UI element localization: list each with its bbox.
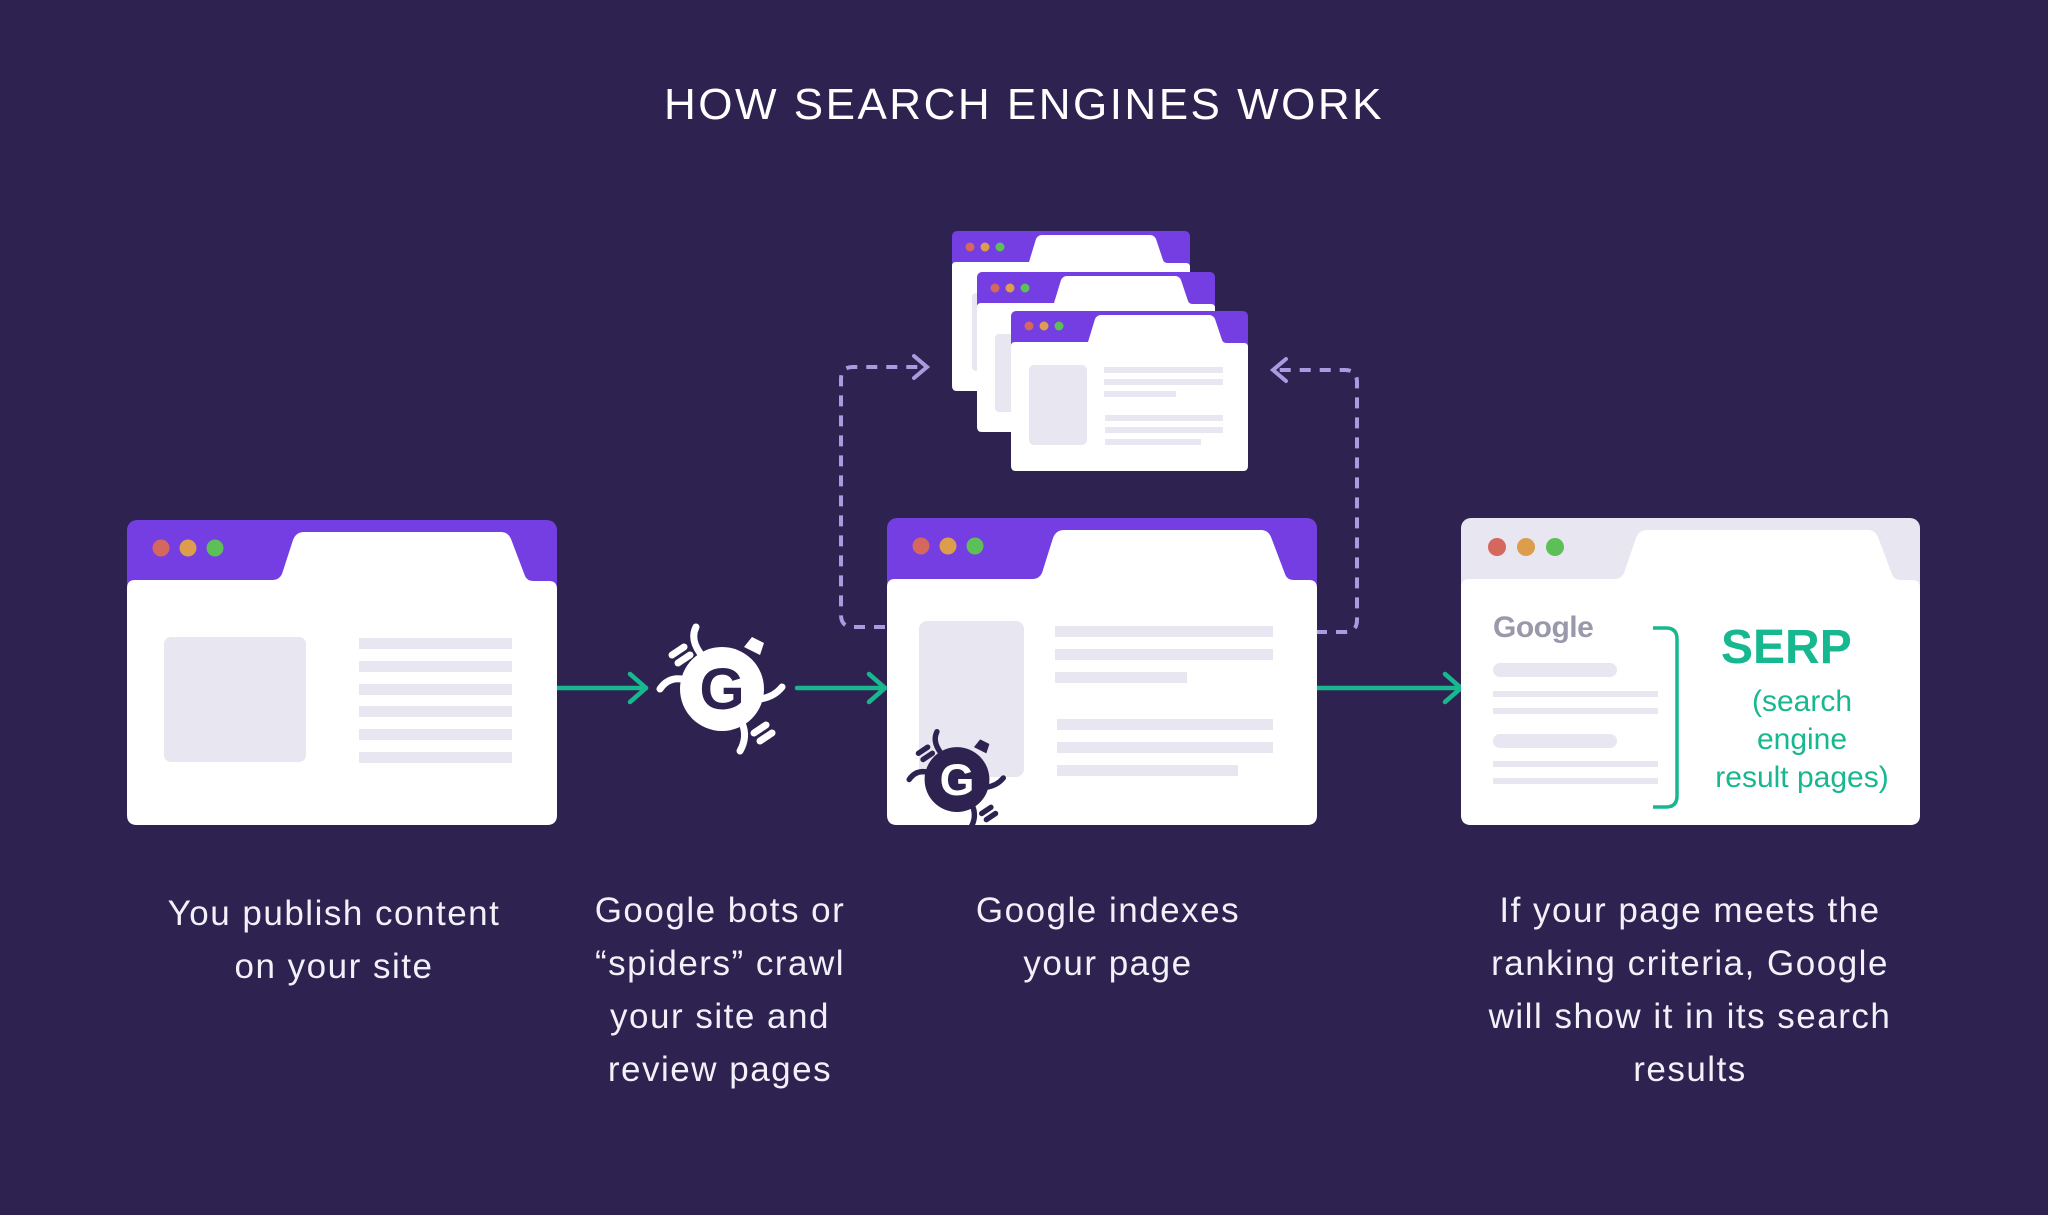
google-spider-bug-icon: G — [906, 729, 1006, 831]
serp-label: SERP — [1721, 621, 1852, 674]
window-close-dot — [152, 539, 170, 557]
window-minimize-dot — [179, 539, 197, 557]
serp-browser: Google SERP (search engine result pages) — [1461, 518, 1920, 825]
diagram-title: HOW SEARCH ENGINES WORK — [664, 80, 1384, 129]
svg-text:G: G — [699, 657, 744, 722]
caption-rank: If your page meets the ranking criteria,… — [1488, 891, 1892, 1089]
caption-crawl: Google bots or “spiders” crawl your site… — [594, 891, 846, 1089]
svg-text:G: G — [940, 755, 975, 805]
arrow-right-icon — [555, 671, 649, 705]
window-maximize-dot — [206, 539, 224, 557]
image-placeholder — [164, 637, 306, 762]
google-spider-bug-icon: G — [656, 623, 786, 755]
caption-index: Google indexes your page — [975, 891, 1241, 983]
published-site-browser — [127, 520, 557, 825]
arrow-right-icon — [794, 671, 888, 705]
serp-sublabel: (search engine result pages) — [1715, 685, 1889, 794]
bracket-icon — [1653, 626, 1679, 809]
text-lines-placeholder — [359, 638, 512, 763]
arrow-right-icon — [1313, 671, 1464, 705]
indexed-page-front — [1011, 311, 1248, 471]
google-logo: Google — [1493, 611, 1594, 644]
caption-publish: You publish content on your site — [167, 894, 501, 986]
search-results-placeholder — [1493, 663, 1658, 784]
indexed-site-browser: G — [887, 518, 1317, 831]
